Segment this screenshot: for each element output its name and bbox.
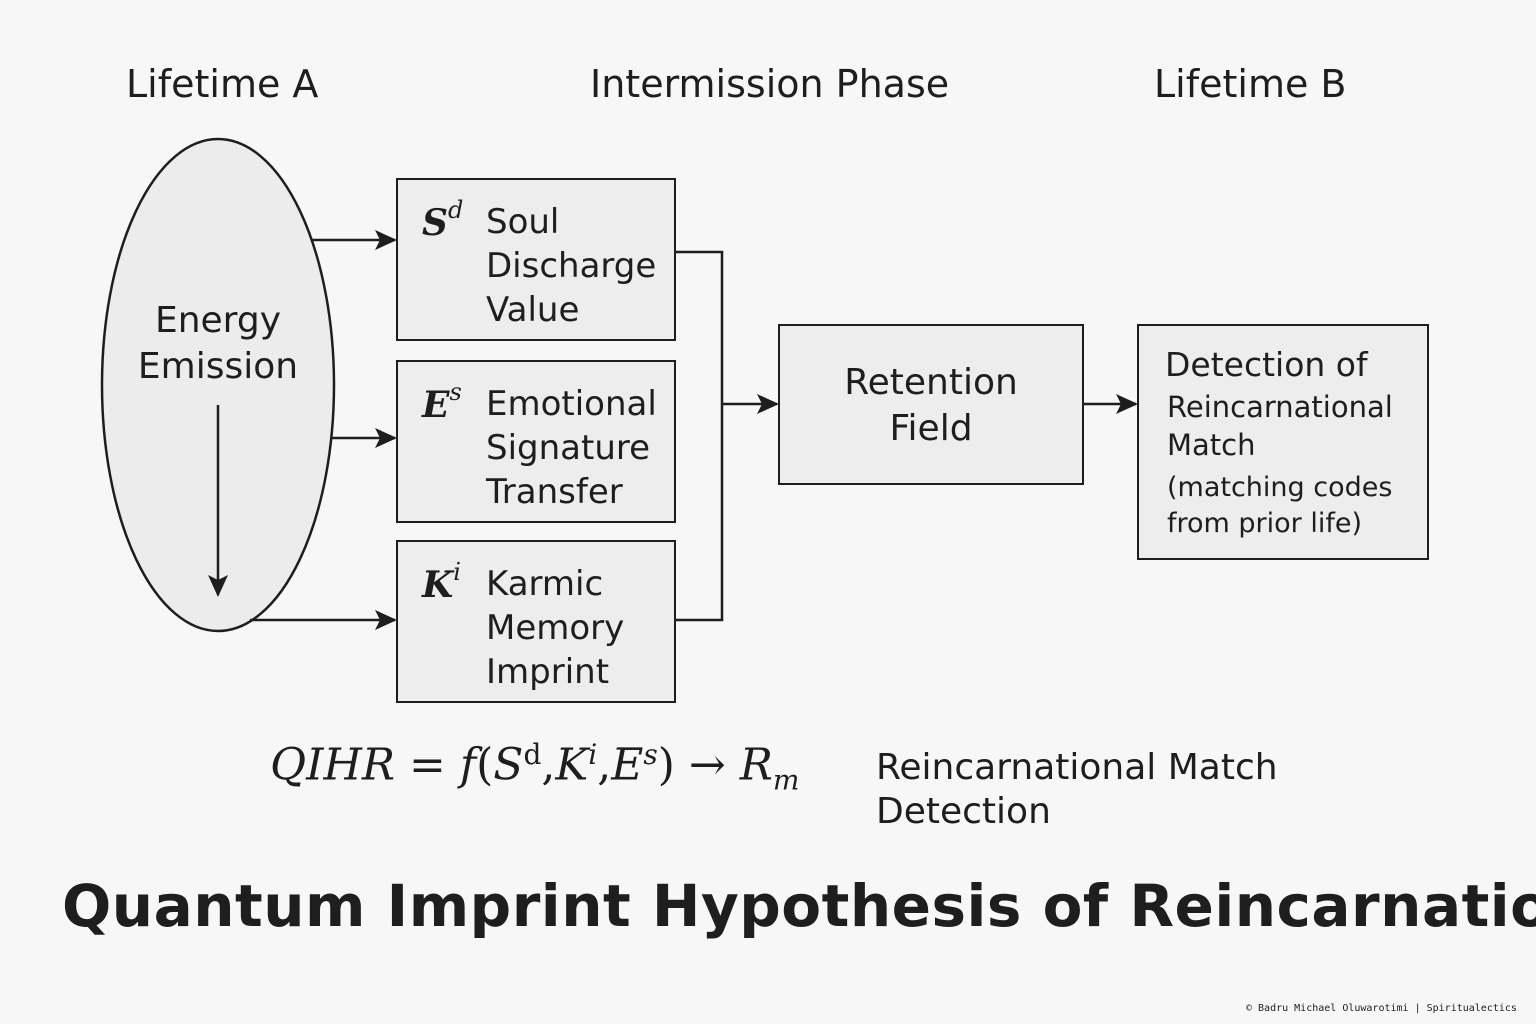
emotional-signature-symbol-base: E bbox=[422, 384, 450, 426]
karmic-memory-line-3: Imprint bbox=[486, 652, 610, 692]
retention-field-line-1: Retention bbox=[844, 362, 1018, 403]
soul-discharge-symbol-sup: d bbox=[448, 196, 464, 224]
formula-comma-2: , bbox=[597, 739, 612, 791]
formula-arg-s-sup: d bbox=[523, 738, 542, 771]
karmic-memory-line-1: Karmic bbox=[486, 564, 604, 604]
formula-open-paren: ( bbox=[476, 739, 494, 791]
formula-label-line-2: Detection bbox=[876, 791, 1051, 832]
formula-arg-k: K bbox=[555, 739, 589, 791]
retention-field-box: Retention Field bbox=[778, 324, 1084, 485]
formula-result-sub: m bbox=[772, 763, 800, 797]
karmic-memory-symbol-base: K bbox=[422, 564, 454, 606]
soul-discharge-box: Sd Soul Discharge Value bbox=[396, 178, 676, 341]
soul-discharge-line-2: Discharge bbox=[486, 246, 657, 286]
soul-discharge-symbol: Sd bbox=[422, 196, 463, 244]
energy-emission-line-2: Emission bbox=[137, 346, 299, 387]
energy-emission-line-1: Energy bbox=[154, 300, 282, 341]
heading-lifetime-a: Lifetime A bbox=[126, 62, 319, 106]
merge-bracket bbox=[676, 250, 724, 622]
detection-line-5: from prior life) bbox=[1167, 508, 1363, 539]
karmic-memory-line-2: Memory bbox=[486, 608, 625, 648]
karmic-memory-box: Ki Karmic Memory Imprint bbox=[396, 540, 676, 703]
heading-intermission-phase: Intermission Phase bbox=[590, 62, 950, 106]
formula-arg-e-sup: s bbox=[643, 738, 658, 771]
formula-lhs: QIHR bbox=[270, 739, 395, 791]
detection-line-4: (matching codes bbox=[1167, 472, 1393, 503]
formula-equals: = bbox=[408, 739, 446, 791]
formula-arg-k-sup: i bbox=[588, 738, 598, 771]
retention-field-line-2: Field bbox=[889, 408, 973, 449]
formula-arrow-icon: → bbox=[688, 739, 726, 791]
karmic-memory-symbol-sup: i bbox=[453, 558, 461, 586]
emotional-signature-symbol-sup: s bbox=[449, 378, 462, 406]
formula-result: R bbox=[739, 739, 773, 791]
credit-text: © Badru Michael Oluwarotimi | Spirituale… bbox=[1246, 1003, 1517, 1014]
heading-lifetime-b: Lifetime B bbox=[1154, 62, 1347, 106]
formula-comma-1: , bbox=[541, 739, 556, 791]
formula-label-line-1: Reincarnational Match bbox=[876, 747, 1278, 788]
emotional-signature-line-2: Signature bbox=[486, 428, 651, 468]
energy-emission-label: Energy Emission bbox=[118, 298, 318, 390]
formula-arg-s: S bbox=[493, 739, 524, 791]
emotional-signature-symbol: Es bbox=[422, 378, 462, 426]
energy-emission-ellipse bbox=[100, 137, 336, 633]
detection-line-3: Match bbox=[1167, 428, 1256, 462]
formula-function: f bbox=[459, 739, 477, 791]
soul-discharge-line-1: Soul bbox=[486, 202, 560, 242]
formula-arg-e: E bbox=[611, 739, 644, 791]
emotional-signature-line-3: Transfer bbox=[486, 472, 623, 512]
detection-box: Detection of Reincarnational Match (matc… bbox=[1137, 324, 1429, 560]
soul-discharge-line-3: Value bbox=[486, 290, 580, 330]
karmic-memory-symbol: Ki bbox=[422, 558, 461, 606]
soul-discharge-symbol-base: S bbox=[422, 202, 448, 244]
diagram-title: Quantum Imprint Hypothesis of Reincarnat… bbox=[62, 872, 1536, 940]
qihr-formula: QIHR = f(Sd,Ki,Es) → Rm bbox=[270, 738, 799, 796]
formula-label: Reincarnational Match Detection bbox=[876, 746, 1278, 834]
detection-line-1: Detection of bbox=[1165, 345, 1368, 384]
emotional-signature-line-1: Emotional bbox=[486, 384, 657, 424]
detection-line-2: Reincarnational bbox=[1167, 390, 1393, 424]
formula-close-paren: ) bbox=[657, 739, 675, 791]
emotional-signature-box: Es Emotional Signature Transfer bbox=[396, 360, 676, 523]
